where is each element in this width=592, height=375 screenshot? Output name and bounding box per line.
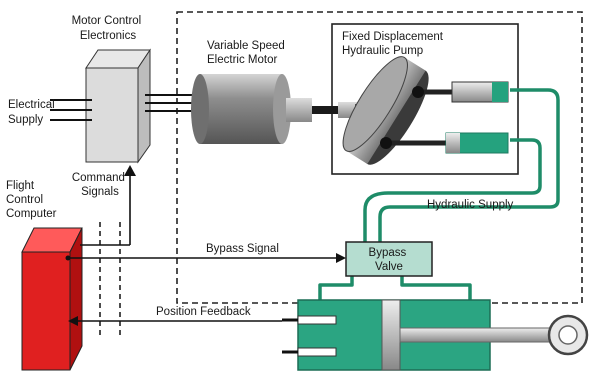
label-command-signals-line1: Command [72, 172, 125, 184]
label-position-feedback: Position Feedback [156, 306, 251, 318]
label-command-signals: Command Signals [72, 172, 128, 198]
label-flight-control-computer: Flight Control Computer [6, 180, 57, 220]
label-bypass-valve-line1: Bypass [369, 247, 407, 259]
position-feedback-arrowhead [68, 316, 78, 326]
bypass-valve [345, 241, 433, 277]
label-motor-line1: Variable Speed [207, 40, 285, 52]
bypass-signal-arrowhead [336, 253, 346, 263]
label-electrical-supply-line1: Electrical [8, 99, 55, 111]
hydraulic-actuator-cylinder [282, 299, 589, 371]
hydraulic-lines [318, 88, 560, 300]
label-variable-speed-motor: Variable Speed Electric Motor [207, 40, 288, 66]
label-bypass-valve: Bypass Valve [369, 247, 410, 273]
label-fcc-line1: Flight [6, 180, 35, 192]
label-pump-line2: Hydraulic Pump [342, 45, 423, 57]
hydraulic-line-upper [378, 88, 560, 245]
break-lines [99, 222, 121, 338]
hydraulic-line-valve-left [318, 276, 354, 300]
label-pump-line1: Fixed Displacement [342, 31, 444, 43]
electrical-supply-wires [50, 99, 92, 121]
signal-lines [65, 165, 346, 326]
hydraulic-line-valve-right [400, 276, 472, 300]
label-electrical-supply-line2: Supply [8, 114, 43, 126]
label-fixed-displacement-pump: Fixed Displacement Hydraulic Pump [342, 31, 446, 57]
label-command-signals-line2: Signals [81, 186, 119, 198]
motor-power-wires [145, 94, 196, 112]
command-signal-arrowhead [124, 165, 136, 176]
label-fcc-line2: Control [6, 194, 43, 206]
label-motor-control-line2: Electronics [80, 30, 136, 42]
label-motor-control-line1: Motor Control [72, 15, 142, 27]
label-motor-line2: Electric Motor [207, 54, 277, 66]
label-electrical-supply: Electrical Supply [8, 99, 58, 126]
electric-motor [191, 74, 342, 144]
label-hydraulic-supply: Hydraulic Supply [427, 199, 514, 211]
label-fcc-line3: Computer [6, 208, 57, 220]
label-bypass-signal: Bypass Signal [206, 243, 279, 255]
hydraulic-pump [338, 56, 509, 165]
hydraulic-line-lower [363, 138, 542, 245]
label-bypass-valve-line2: Valve [375, 261, 403, 273]
eha-boundary-dashed [176, 11, 583, 304]
motor-control-electronics-block [85, 48, 151, 164]
flight-control-computer-block [21, 227, 83, 371]
label-motor-control-electronics: Motor Control Electronics [72, 15, 145, 42]
